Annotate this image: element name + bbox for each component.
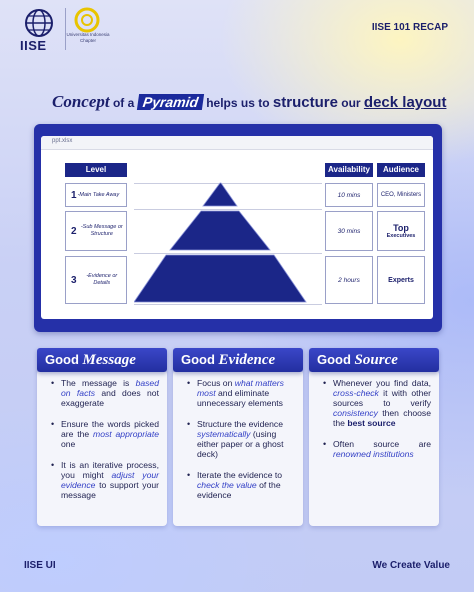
- logo-text: IISE: [20, 38, 47, 53]
- audience-value: CEO, Ministers: [380, 192, 422, 198]
- pyramid-level-2: [169, 210, 271, 251]
- header-availability: Availability: [325, 163, 373, 177]
- card-message-body: The message is based on facts and does n…: [37, 370, 167, 526]
- card-message-header: Good Message: [37, 348, 167, 372]
- pyramid-level-1: [202, 182, 238, 207]
- message-bullet-2: Ensure the words picked are the most app…: [51, 419, 159, 449]
- availability-cell-2: 30 mins: [325, 211, 373, 251]
- title-our: our: [337, 96, 364, 110]
- level-number: 2: [71, 225, 77, 237]
- availability-value: 10 mins: [337, 191, 361, 199]
- level-cell-3: 3 -Evidence or Details: [65, 256, 127, 304]
- logo-divider: [65, 8, 66, 50]
- title-of-a: of a: [109, 96, 138, 110]
- card-evidence-header: Good Evidence: [173, 348, 303, 372]
- chapter-logo-icon: [74, 7, 100, 33]
- availability-cell-1: 10 mins: [325, 183, 373, 207]
- row-divider: [134, 304, 322, 305]
- audience-cell-2: Top Executives: [377, 211, 425, 251]
- evidence-bullet-2: Structure the evidence systematically (u…: [187, 419, 295, 459]
- audience-value-sub: Executives: [386, 233, 416, 239]
- message-bullet-3: It is an iterative process, you might ad…: [51, 460, 159, 500]
- level-label: -Main Take Away: [77, 191, 120, 198]
- title-deck-layout: deck layout: [363, 94, 447, 111]
- level-cell-1: 1-Main Take Away: [65, 183, 127, 207]
- pyramid-diagram: [134, 182, 307, 303]
- page-title: Concept of a Pyramid helps us to structu…: [52, 92, 446, 112]
- card-source-body: Whenever you find data, cross-check it w…: [309, 370, 439, 526]
- globe-logo-icon: [25, 9, 53, 37]
- title-helps: helps us to: [202, 96, 273, 110]
- availability-cell-3: 2 hours: [325, 256, 373, 304]
- row-divider: [134, 183, 322, 184]
- card-source-header: Good Source: [309, 348, 439, 372]
- title-concept: Concept: [52, 92, 110, 111]
- pyramid-level-3: [134, 254, 307, 303]
- availability-value: 2 hours: [338, 276, 360, 284]
- level-number: 1: [71, 189, 77, 201]
- evidence-bullet-1: Focus on what matters most and eliminate…: [187, 378, 295, 408]
- evidence-bullet-3: Iterate the evidence to check the value …: [187, 470, 295, 500]
- audience-cell-1: CEO, Ministers: [377, 183, 425, 207]
- title-pyramid-badge: Pyramid: [136, 94, 204, 110]
- row-divider: [134, 253, 322, 254]
- level-cell-2: 2-Sub Message or Structure: [65, 211, 127, 251]
- window-title-bar: [41, 136, 433, 150]
- audience-value-main: Top: [393, 223, 409, 233]
- recap-label: IISE 101 RECAP: [371, 22, 448, 33]
- availability-value: 30 mins: [337, 227, 361, 235]
- level-label: -Evidence or Details: [86, 273, 118, 286]
- audience-value: Experts: [388, 276, 414, 284]
- university-name: Universitas Indonesia Chapter: [66, 32, 110, 43]
- level-number: 3: [71, 274, 77, 286]
- footer-tagline: We Create Value: [372, 560, 450, 571]
- footer-brand: IISE UI: [24, 560, 56, 571]
- source-bullet-1: Whenever you find data, cross-check it w…: [323, 378, 431, 428]
- title-structure: structure: [272, 94, 338, 111]
- header-level: Level: [65, 163, 127, 177]
- header-audience: Audience: [377, 163, 425, 177]
- window-file-name: ppt.xlsx: [52, 138, 73, 144]
- row-divider: [134, 209, 322, 210]
- audience-cell-3: Experts: [377, 256, 425, 304]
- card-evidence-body: Focus on what matters most and eliminate…: [173, 370, 303, 526]
- message-bullet-1: The message is based on facts and does n…: [51, 378, 159, 408]
- level-label: -Sub Message or Structure: [80, 224, 123, 237]
- source-bullet-2: Often source are renowned institutions: [323, 439, 431, 459]
